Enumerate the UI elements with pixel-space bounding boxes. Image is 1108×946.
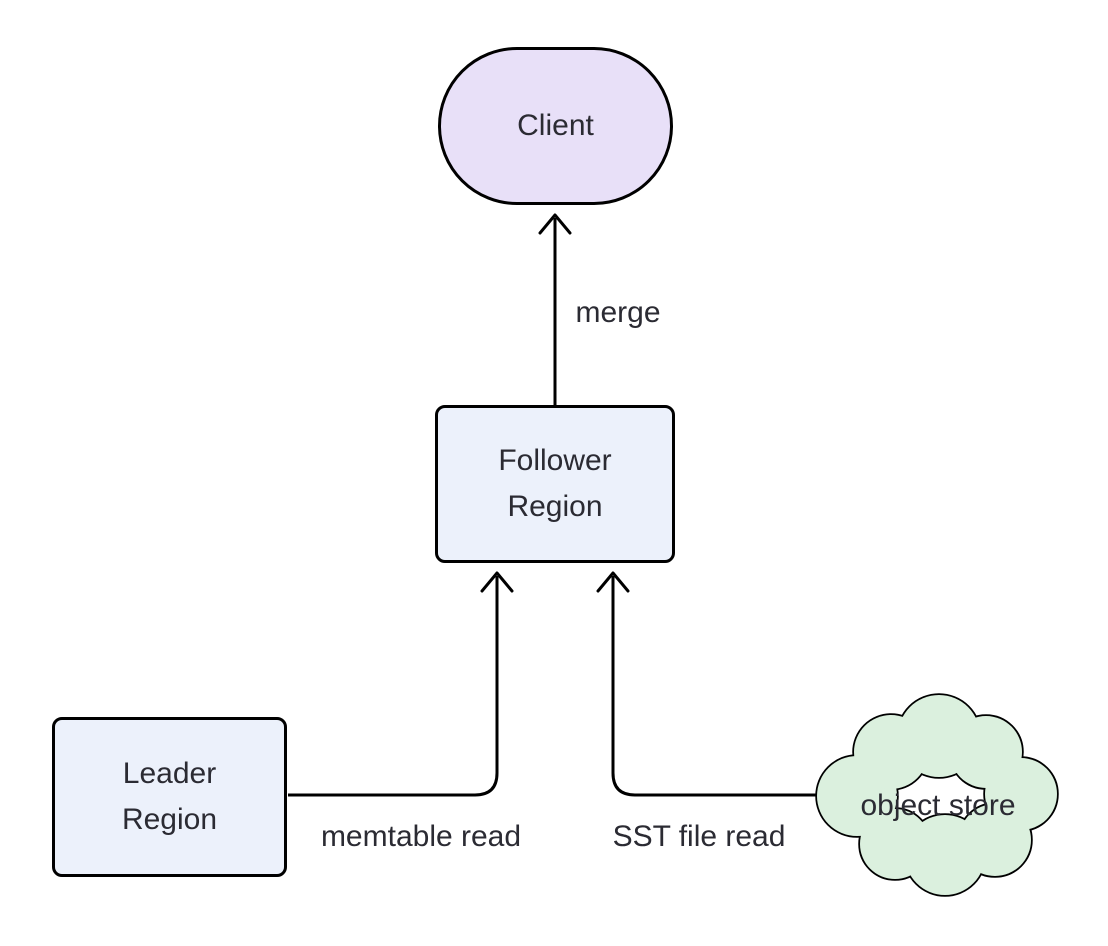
object-store-node xyxy=(815,693,1059,897)
edge-label-sst-file-read: SST file read xyxy=(612,820,786,853)
edge-label-merge: merge xyxy=(575,296,661,329)
edge-sst-file-read-arrow xyxy=(596,571,822,797)
memtable-arrowhead-icon xyxy=(480,571,514,593)
node-follower-region: Follower Region xyxy=(435,405,675,563)
memtable-arrow-line xyxy=(288,576,499,797)
merge-arrowhead-icon xyxy=(538,213,572,235)
cloud-bump xyxy=(860,809,930,879)
sst-arrowhead-icon xyxy=(596,571,630,593)
cloud-fill xyxy=(817,695,1057,895)
node-leader-region: Leader Region xyxy=(52,717,287,877)
node-client: Client xyxy=(438,47,673,205)
node-object-store-label: object store xyxy=(860,789,1016,822)
sst-arrow-line xyxy=(611,576,822,797)
node-client-label: Client xyxy=(517,108,594,142)
node-follower-region-label: Follower Region xyxy=(498,443,612,524)
edge-merge-arrow xyxy=(538,213,572,405)
cloud-shape-icon xyxy=(815,693,1059,897)
edge-memtable-read-arrow xyxy=(288,571,514,797)
edge-label-memtable-read: memtable read xyxy=(320,820,522,853)
node-leader-region-label: Leader Region xyxy=(121,756,218,837)
